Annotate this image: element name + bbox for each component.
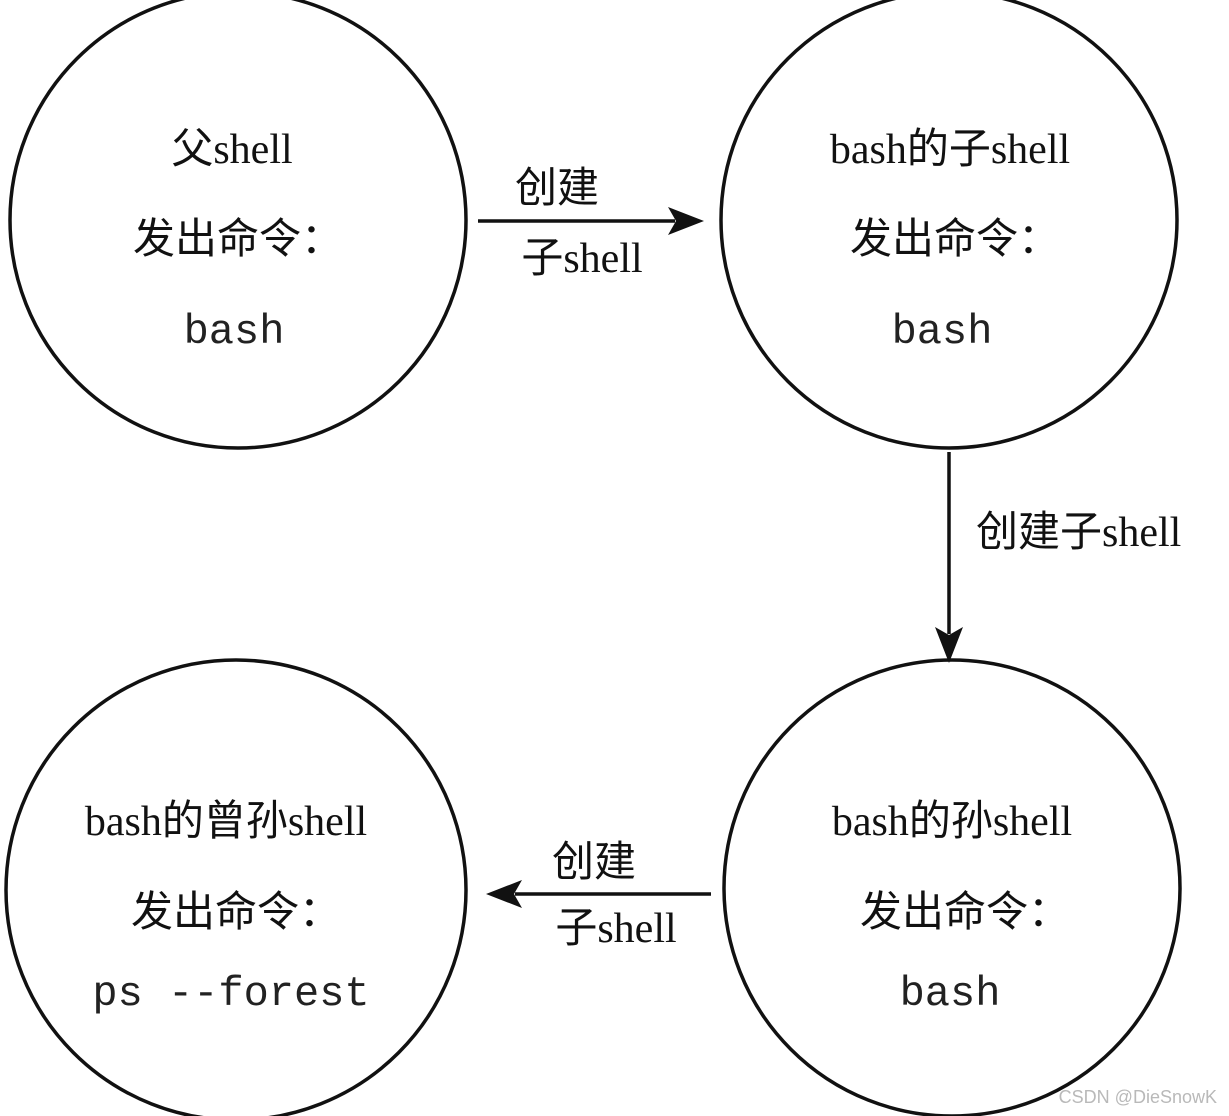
- node-child-subtitle: 发出命令：: [850, 216, 1060, 263]
- arrow-right-icon: [668, 207, 704, 235]
- node-great-grandchild-title: bash的曾孙shell: [85, 798, 367, 845]
- edge-parent-to-child-label-line2: 子shell: [521, 236, 642, 282]
- node-grandchild-command: bash: [900, 970, 1001, 1018]
- node-grandchild-subtitle: 发出命令：: [860, 889, 1070, 936]
- node-child-circle: [719, 0, 1179, 450]
- node-parent-command: bash: [184, 308, 285, 356]
- node-parent-circle: [8, 0, 468, 450]
- node-great-grandchild-subtitle: 发出命令：: [131, 889, 341, 936]
- node-grandchild-circle: [722, 658, 1182, 1116]
- edge-parent-to-child-label-line1: 创建: [515, 166, 599, 212]
- node-grandchild-title: bash的孙shell: [832, 799, 1072, 845]
- edge-child-to-grandchild: 创建子shell: [935, 452, 1181, 663]
- edge-grandchild-to-great-label-line1: 创建: [552, 840, 636, 886]
- node-parent-shell: 父shell 发出命令： bash: [8, 0, 468, 450]
- edge-grandchild-to-great-label-line2: 子shell: [555, 906, 676, 952]
- node-child-shell: bash的子shell 发出命令： bash: [719, 0, 1179, 450]
- node-great-grandchild-command: ps --forest: [92, 970, 369, 1018]
- edge-child-to-grandchild-label: 创建子shell: [976, 510, 1181, 556]
- node-parent-subtitle: 发出命令：: [133, 216, 343, 263]
- edge-parent-to-child: 创建 子shell: [478, 166, 704, 282]
- node-great-grandchild-shell: bash的曾孙shell 发出命令： ps --forest: [4, 658, 468, 1116]
- arrow-left-icon: [486, 880, 522, 908]
- node-child-command: bash: [892, 308, 993, 356]
- watermark-text: CSDN @DieSnowK: [1058, 1087, 1217, 1107]
- edge-grandchild-to-great: 创建 子shell: [486, 840, 711, 952]
- node-great-grandchild-circle: [4, 658, 468, 1116]
- node-grandchild-shell: bash的孙shell 发出命令： bash: [722, 658, 1182, 1116]
- arrow-down-icon: [935, 627, 963, 663]
- node-child-title: bash的子shell: [830, 127, 1070, 173]
- node-parent-title: 父shell: [171, 127, 292, 173]
